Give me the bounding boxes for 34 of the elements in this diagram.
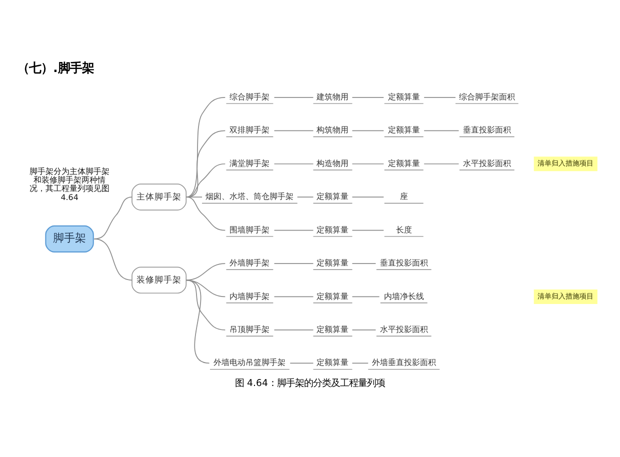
connector (274, 296, 314, 298)
caption: 图 4.64：脚手架的分类及工程量列项 (235, 378, 385, 389)
diagram-title: （七）.脚手架 (17, 60, 94, 75)
connector (186, 130, 226, 198)
connector (352, 130, 384, 132)
connector (274, 263, 314, 264)
connector (352, 362, 369, 364)
connector (186, 97, 226, 198)
connector (186, 280, 210, 364)
connector (424, 163, 460, 164)
connector (424, 130, 460, 132)
connector (296, 196, 314, 198)
connector (290, 362, 314, 364)
node-box: 脚手架 (45, 225, 94, 253)
connector (424, 97, 456, 98)
node-box: 清单归入措施项目 (534, 290, 598, 304)
node-box: 装修脚手架 (132, 266, 187, 294)
connector (186, 196, 226, 231)
connector (274, 230, 314, 231)
connector (274, 97, 314, 98)
connector (94, 238, 132, 281)
connector (274, 163, 314, 164)
node-box: 主体脚手架 (132, 184, 187, 211)
connector (352, 163, 384, 164)
connector (186, 263, 226, 281)
connector (352, 296, 380, 298)
connector (352, 97, 384, 98)
connector (352, 230, 384, 231)
connector (352, 263, 376, 264)
connector (186, 280, 226, 330)
node-box: 清单归入措施项目 (534, 156, 598, 172)
connector (186, 163, 226, 198)
connector (352, 196, 384, 198)
connector (274, 130, 314, 132)
